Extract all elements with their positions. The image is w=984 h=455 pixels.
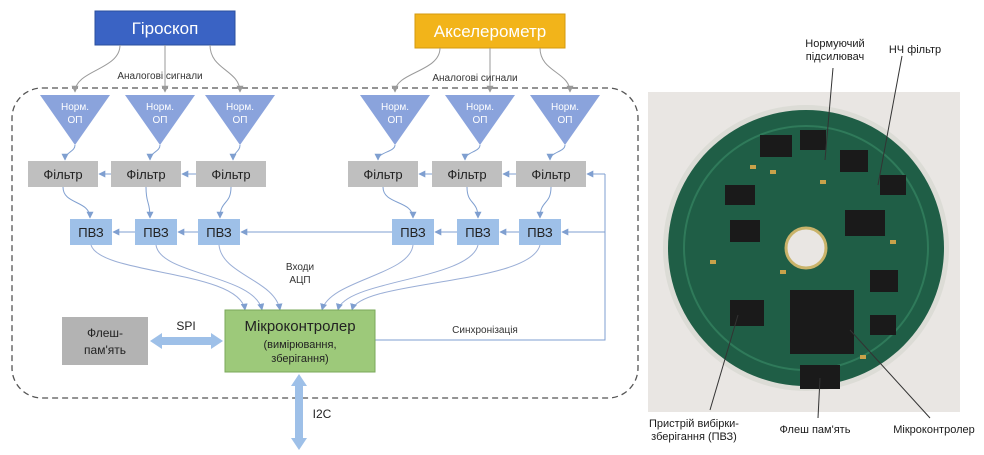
amp-label: Норм. <box>61 102 89 113</box>
filter-label: Фільтр <box>363 167 402 182</box>
i2c-label: I2C <box>313 407 332 421</box>
amp-triangle <box>125 95 195 145</box>
pvz-box <box>198 219 240 245</box>
amp-triangle <box>360 95 430 145</box>
adc-input-lines <box>90 244 541 311</box>
lpf-annotation: НЧ фільтр <box>888 44 942 56</box>
accelerometer-box <box>414 13 566 49</box>
filters <box>28 161 586 187</box>
sync-label: Синхронізація <box>452 325 518 336</box>
amplifiers <box>40 95 600 145</box>
spi-arrow <box>150 333 223 349</box>
pcb-center-hole <box>784 226 828 270</box>
pcb-chips <box>725 130 906 389</box>
pvz-label: ПВЗ <box>78 225 104 240</box>
filter-box <box>28 161 98 187</box>
adc-inputs-label: АЦП <box>289 275 310 286</box>
normalizing-amp-line1: Нормуючий <box>805 38 865 50</box>
sync-line <box>375 174 606 341</box>
mcu-box <box>224 309 376 373</box>
filter-box <box>196 161 266 187</box>
filter-pvz-arrows <box>62 186 552 219</box>
pvz-box <box>457 219 499 245</box>
pvz-box <box>70 219 112 245</box>
mcu-sub: зберігання) <box>271 353 328 365</box>
amp-triangle <box>40 95 110 145</box>
amp-label: ОП <box>233 115 248 126</box>
pvz-label: ПВЗ <box>206 225 232 240</box>
normalizing-amp-annotation: Нормуючий підсилювач <box>790 38 880 64</box>
filter-box <box>348 161 418 187</box>
pvz-label: ПВЗ <box>527 225 553 240</box>
flash-annotation: Флеш пам'ять <box>779 424 851 436</box>
pcb-photo <box>648 55 960 419</box>
mcu-annotation: Мікроконтролер <box>893 424 975 436</box>
sample-hold-line1: Пристрій вибірки- <box>649 418 739 430</box>
mcu-title: Мікроконтролер <box>244 318 355 335</box>
amp-triangle <box>530 95 600 145</box>
filter-label: Фільтр <box>126 167 165 182</box>
amp-label: Норм. <box>466 102 494 113</box>
accelerometer-label: Акселерометр <box>434 22 546 41</box>
pvz-label: ПВЗ <box>465 225 491 240</box>
filter-label: Фільтр <box>531 167 570 182</box>
i2c-arrow <box>291 374 307 450</box>
device-boundary <box>11 87 639 399</box>
pvz-box <box>519 219 561 245</box>
flash-label: пам'ять <box>84 343 126 357</box>
amp-triangle <box>445 95 515 145</box>
filter-box <box>111 161 181 187</box>
amp-label: Норм. <box>551 102 579 113</box>
spi-label: SPI <box>176 319 195 333</box>
amp-label: ОП <box>388 115 403 126</box>
gyro-analog-lines <box>71 44 244 93</box>
sample-hold-line2: зберігання (ПВЗ) <box>651 431 737 443</box>
block-diagram: Гіроскоп Акселерометр Аналогові сигнали … <box>11 10 639 450</box>
mcu-sub: (вимірювання, <box>263 339 336 351</box>
amp-triangle <box>205 95 275 145</box>
amp-label: ОП <box>68 115 83 126</box>
pvz-label: ПВЗ <box>143 225 169 240</box>
filter-label: Фільтр <box>447 167 486 182</box>
filter-label: Фільтр <box>43 167 82 182</box>
adc-inputs-label: Входи <box>286 262 314 273</box>
amp-label: ОП <box>558 115 573 126</box>
amp-filter-arrows <box>61 144 566 161</box>
gyroscope-box <box>94 10 236 46</box>
pcb-pads <box>710 165 896 359</box>
amp-label: Норм. <box>226 102 254 113</box>
sample-hold-annotation: Пристрій вибірки- зберігання (ПВЗ) <box>640 418 748 444</box>
pvz-label: ПВЗ <box>400 225 426 240</box>
amp-label: Норм. <box>146 102 174 113</box>
filter-box <box>432 161 502 187</box>
pvz-box <box>392 219 434 245</box>
accel-analog-lines <box>391 47 574 93</box>
flash-label: Флеш- <box>87 326 123 340</box>
pcb-photo-panel: Нормуючий підсилювач НЧ фільтр Пристрій … <box>640 0 984 450</box>
photo-leader-lines <box>709 55 931 419</box>
filter-label: Фільтр <box>211 167 250 182</box>
gyroscope-label: Гіроскоп <box>132 19 199 38</box>
flash-box <box>62 317 148 365</box>
normalizing-amp-line2: підсилювач <box>805 51 865 63</box>
amp-label: Норм. <box>381 102 409 113</box>
gyro-analog-signals-label: Аналогові сигнали <box>117 71 202 82</box>
accel-analog-signals-label: Аналогові сигнали <box>432 73 517 84</box>
pvz-box <box>135 219 177 245</box>
filter-box <box>516 161 586 187</box>
sample-hold-blocks <box>70 219 561 245</box>
amp-label: ОП <box>473 115 488 126</box>
amp-label: ОП <box>153 115 168 126</box>
